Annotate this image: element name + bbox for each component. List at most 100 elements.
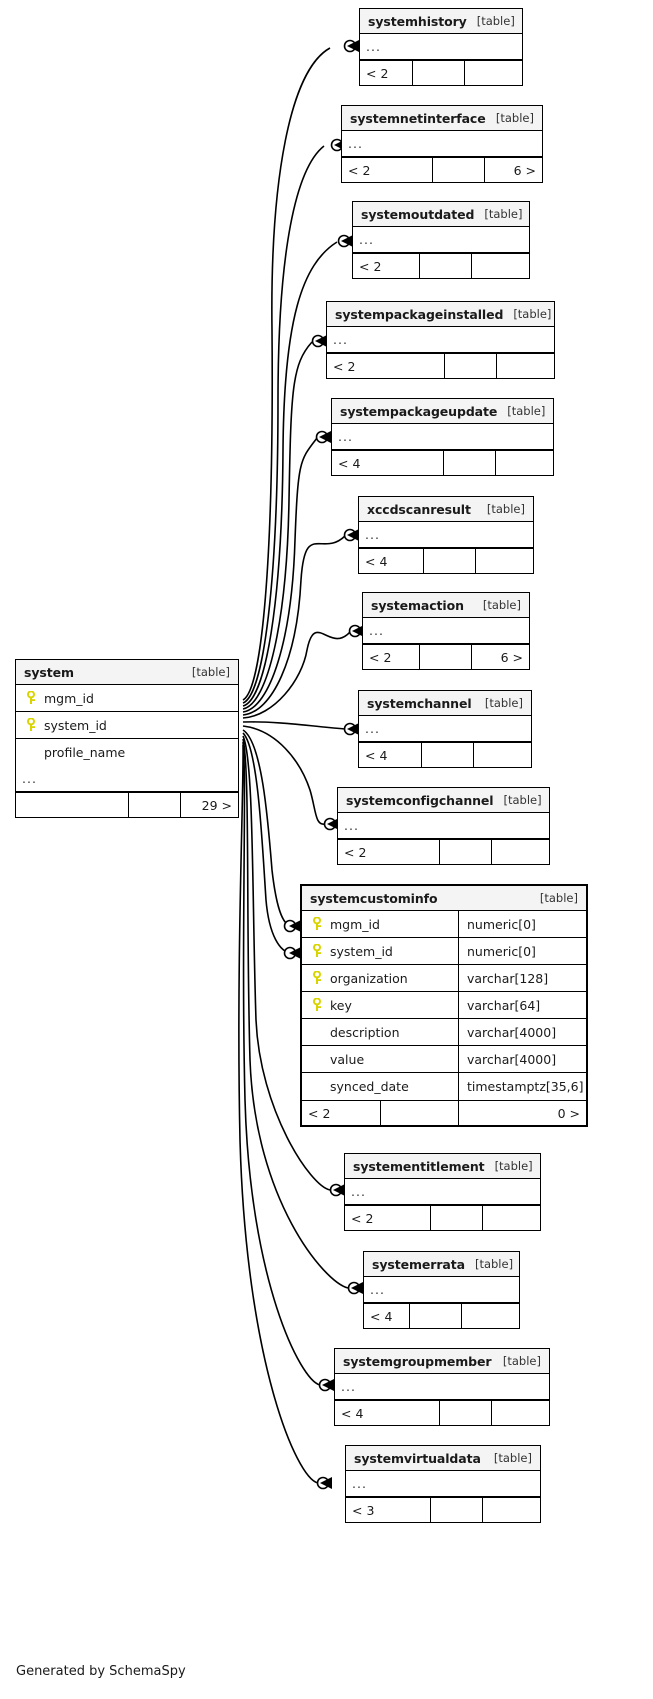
column-name: synced_date — [330, 1079, 409, 1094]
column-type: timestamptz[35,6] — [458, 1073, 586, 1100]
table-node-xccdscanresult[interactable]: xccdscanresult[table]...< 4 — [358, 496, 534, 574]
table-footer: 29 > — [16, 792, 238, 817]
table-kind-label: [table] — [482, 598, 521, 612]
table-node-systemvirtualdata[interactable]: systemvirtualdata[table]...< 3 — [345, 1445, 541, 1523]
footer-outgoing-count — [491, 1401, 549, 1425]
table-node-systempackageinstalled[interactable]: systempackageinstalled[table]...< 2 — [326, 301, 555, 379]
table-header: systemconfigchannel[table] — [338, 788, 549, 813]
table-name: systemgroupmember — [343, 1353, 492, 1369]
footer-incoming-count: < 4 — [365, 553, 388, 569]
edge-system-systemcustominfo-mgmid — [242, 729, 293, 927]
footer-middle-cell — [419, 645, 471, 669]
table-kind-label: [table] — [513, 307, 552, 321]
footer-outgoing-count: 29 > — [180, 793, 238, 817]
table-header: systemoutdated[table] — [353, 202, 529, 227]
columns-collapsed-indicator: ... — [16, 766, 238, 792]
edge-system-systemaction — [242, 631, 351, 719]
footer-incoming-count: < 2 — [366, 65, 389, 81]
table-name: systemcustominfo — [310, 890, 438, 906]
edge-system-xccdscanresult — [242, 535, 346, 716]
table-footer: < 2 — [360, 60, 522, 85]
footer-middle-cell — [430, 1206, 482, 1230]
table-footer: < 2 — [338, 839, 549, 864]
footer-incoming-count: < 4 — [338, 455, 361, 471]
table-kind-label: [table] — [474, 1257, 514, 1271]
table-node-systemoutdated[interactable]: systemoutdated[table]...< 2 — [352, 201, 530, 279]
footer-incoming-count: < 2 — [308, 1105, 331, 1121]
table-header: system[table] — [16, 660, 238, 685]
footer-incoming-count: < 4 — [365, 747, 388, 763]
table-row[interactable]: organization varchar[128] — [302, 965, 586, 992]
table-row[interactable]: system_id — [16, 712, 238, 739]
table-row[interactable]: profile_name — [16, 739, 238, 766]
table-header: systempackageupdate[table] — [332, 399, 553, 424]
table-header: systemvirtualdata[table] — [346, 1446, 540, 1471]
primary-key-icon — [310, 943, 324, 958]
footer-outgoing-count — [495, 451, 553, 475]
table-name: xccdscanresult — [367, 501, 471, 517]
edge-system-systemhistory — [242, 47, 331, 701]
table-name: systemaction — [371, 597, 464, 613]
table-kind-label: [table] — [476, 14, 515, 28]
column-name: mgm_id — [330, 916, 380, 932]
table-node-systementitlement[interactable]: systementitlement[table]...< 2 — [344, 1153, 541, 1231]
columns-collapsed-indicator: ... — [363, 618, 529, 644]
footer-incoming-count: < 4 — [370, 1308, 393, 1324]
table-row[interactable]: synced_date timestamptz[35,6] — [302, 1073, 586, 1100]
table-footer: < 2 — [353, 253, 529, 278]
table-node-systemgroupmember[interactable]: systemgroupmember[table]...< 4 — [334, 1348, 550, 1426]
table-kind-label: [table] — [503, 793, 542, 807]
table-header: xccdscanresult[table] — [359, 497, 533, 522]
table-node-systempackageupdate[interactable]: systempackageupdate[table]...< 4 — [331, 398, 554, 476]
columns-collapsed-indicator: ... — [327, 327, 554, 353]
table-header: systemnetinterface[table] — [342, 106, 542, 131]
column-name: profile_name — [44, 745, 126, 760]
footer-incoming-count: < 2 — [359, 258, 382, 274]
footer-outgoing-count — [461, 1304, 519, 1328]
table-node-systemhistory[interactable]: systemhistory[table]...< 2 — [359, 8, 523, 86]
primary-key-icon — [24, 690, 38, 705]
footer-outgoing-count — [496, 354, 554, 378]
footer-middle-cell — [444, 354, 496, 378]
table-kind-label: [table] — [539, 891, 578, 905]
footer-outgoing-count — [491, 840, 549, 864]
footer-middle-cell — [421, 743, 473, 767]
footer-middle-cell — [412, 61, 464, 85]
footer-outgoing-count: 6 > — [484, 158, 542, 182]
footer-middle-cell — [423, 549, 475, 573]
column-name: organization — [330, 970, 408, 986]
edge-system-systemconfigchannel — [242, 725, 326, 825]
table-node-systemerrata[interactable]: systemerrata[table]...< 4 — [363, 1251, 520, 1329]
footer-outgoing-count: 6 > — [471, 645, 529, 669]
column-cell: system_id — [16, 712, 238, 738]
columns-collapsed-indicator: ... — [364, 1277, 519, 1303]
footer-outgoing-count — [482, 1498, 540, 1522]
columns-collapsed-indicator: ... — [359, 716, 531, 742]
table-node-systemconfigchannel[interactable]: systemconfigchannel[table]...< 2 — [337, 787, 550, 865]
table-node-systemchannel[interactable]: systemchannel[table]...< 4 — [358, 690, 532, 768]
column-type: varchar[128] — [458, 965, 586, 991]
footer-incoming-count: < 2 — [351, 1210, 374, 1226]
table-footer: < 3 — [346, 1497, 540, 1522]
footer-middle-cell — [439, 840, 491, 864]
table-row[interactable]: mgm_id — [16, 685, 238, 712]
columns-collapsed-indicator: ... — [346, 1471, 540, 1497]
edge-system-systemchannel — [242, 721, 346, 730]
primary-key-icon — [310, 916, 324, 931]
table-kind-label: [table] — [191, 665, 230, 679]
table-kind-label: [table] — [484, 207, 523, 221]
